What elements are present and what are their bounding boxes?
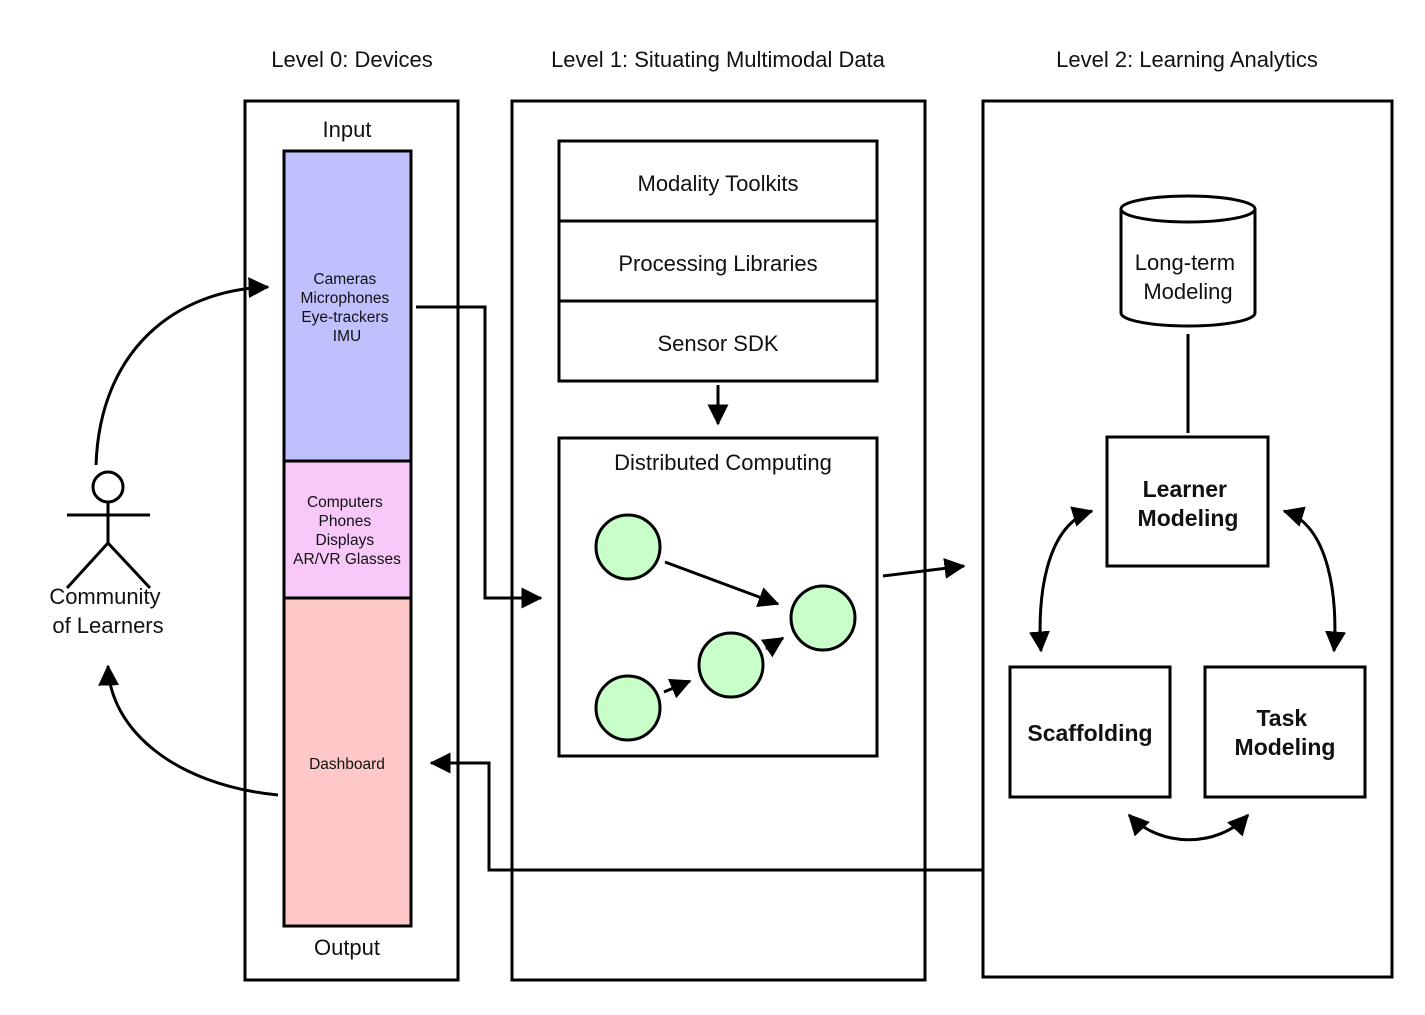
sensor-sdk-box [557, 299, 879, 383]
graph-node [594, 513, 662, 581]
arrow-sensors-to-computing [416, 305, 543, 609]
person-icon [65, 470, 152, 590]
output-segment [282, 596, 413, 928]
level-0-heading: Level 0: Devices [271, 47, 432, 72]
sensor-list: Cameras Microphones Eye-trackers IMU [300, 271, 393, 345]
dashboard-label: Dashboard [309, 756, 385, 773]
scaffolding-label: Scaffolding [1027, 720, 1152, 746]
modality-toolkits-label: Modality Toolkits [638, 171, 799, 196]
distributed-computing-label: Distributed Computing [614, 450, 832, 475]
computing-item: Phones [319, 513, 372, 530]
modality-toolkits-box [557, 139, 879, 223]
graph-node [789, 584, 857, 652]
longterm-modeling-label: Long-term Modeling [1135, 250, 1241, 304]
computing-item: AR/VR Glasses [293, 551, 401, 568]
input-label: Input [323, 117, 372, 142]
arrow-computing-to-analytics [882, 557, 966, 579]
task-modeling-label: Task Modeling [1235, 705, 1336, 760]
arrow-dashboard-to-learners [98, 664, 279, 797]
sensor-item: IMU [333, 328, 361, 345]
sensor-item: Eye-trackers [301, 309, 388, 326]
graph-edge [664, 560, 780, 608]
database-icon [1119, 194, 1257, 328]
computing-list: Computers Phones Displays AR/VR Glasses [293, 494, 401, 568]
computing-item: Displays [316, 532, 375, 549]
graph-edge [663, 678, 692, 699]
computing-item: Computers [307, 494, 383, 511]
processing-libraries-box [557, 219, 879, 303]
scaffolding-box [1008, 665, 1172, 799]
arrow-learner-scaffolding [1029, 506, 1094, 653]
sensor-item: Microphones [300, 290, 389, 307]
learner-modeling-box [1105, 435, 1270, 568]
learner-modeling-label: Learner Modeling [1138, 476, 1239, 531]
sensor-sdk-label: Sensor SDK [657, 331, 778, 356]
task-modeling-box [1203, 665, 1367, 799]
level-1-heading: Level 1: Situating Multimodal Data [551, 47, 886, 72]
sensor-item: Cameras [313, 271, 376, 288]
graph-node [594, 674, 662, 742]
arrow-learner-task [1282, 506, 1346, 653]
graph-edge [760, 636, 785, 658]
graph-node [697, 631, 765, 699]
arrow-learners-to-sensors [94, 277, 270, 466]
processing-libraries-label: Processing Libraries [618, 251, 817, 276]
output-label: Output [314, 935, 380, 960]
sensors-segment [282, 149, 413, 463]
arrow-scaffolding-task [1127, 813, 1250, 842]
learners-label: Community of Learners [49, 584, 166, 638]
level-2-heading: Level 2: Learning Analytics [1056, 47, 1318, 72]
